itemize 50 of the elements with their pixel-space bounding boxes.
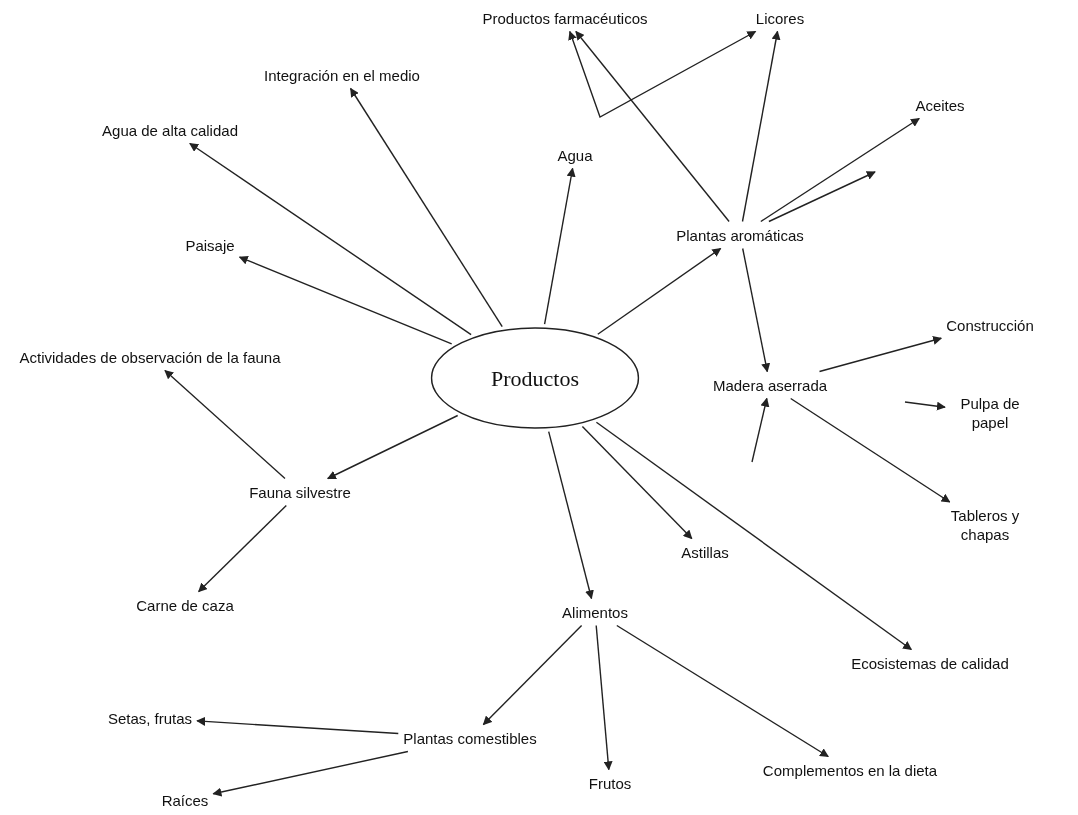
concept-label: Productos farmacéuticos: [480, 7, 650, 29]
concept-label: Licores: [753, 7, 807, 29]
concept-label: Carne de caza: [134, 594, 236, 616]
arrow: [616, 624, 829, 758]
arrow: [238, 256, 453, 345]
concept-label: Fauna silvestre: [247, 481, 353, 503]
arrow: [575, 30, 730, 223]
arrow: [768, 171, 876, 223]
concept-label: Astillas: [679, 541, 731, 563]
concept-label: Alimentos: [560, 601, 630, 623]
concept-label: Complementos en la dieta: [760, 759, 940, 781]
ellipse-node: Productos: [430, 327, 640, 429]
concept-label: Madera aserrada: [710, 374, 830, 396]
arrow: [904, 401, 946, 411]
concept-label: Paisaje: [183, 234, 237, 256]
concept-label: Agua de alta calidad: [100, 119, 240, 141]
arrow: [818, 336, 943, 373]
concept-label: Integración en el medio: [260, 64, 424, 86]
concept-label: Setas, frutas: [105, 707, 195, 729]
concept-label: Plantas comestibles: [401, 727, 539, 749]
arrow: [548, 430, 594, 600]
concept-label: Construcción: [944, 314, 1036, 336]
arrow: [790, 397, 951, 503]
arrow: [482, 624, 583, 726]
arrow: [760, 117, 920, 223]
arrow: [597, 247, 722, 335]
concept-label: Pulpa de papel: [948, 393, 1032, 433]
concept-label: Ecosistemas de calidad: [849, 652, 1011, 674]
arrow: [327, 414, 459, 480]
concept-label: Raíces: [159, 789, 211, 811]
arrow: [198, 504, 287, 593]
arrow: [164, 369, 286, 480]
concept-label: Frutos: [586, 772, 634, 794]
arrow: [568, 30, 757, 118]
arrow: [189, 142, 472, 336]
arrow: [581, 425, 693, 540]
arrow: [595, 421, 913, 651]
arrow: [741, 30, 781, 223]
concept-label: Aceites: [913, 94, 967, 116]
arrow: [349, 87, 503, 328]
arrow: [212, 750, 409, 797]
arrow: [742, 247, 771, 373]
arrow: [595, 624, 613, 771]
concept-label: Agua: [555, 144, 595, 166]
arrow: [751, 397, 770, 463]
concept-label: Tableros y chapas: [935, 505, 1035, 545]
arrow: [543, 167, 576, 325]
arrow: [196, 716, 399, 735]
concept-label: Actividades de observación de la fauna: [17, 346, 283, 368]
concept-label: Plantas aromáticas: [674, 224, 806, 246]
